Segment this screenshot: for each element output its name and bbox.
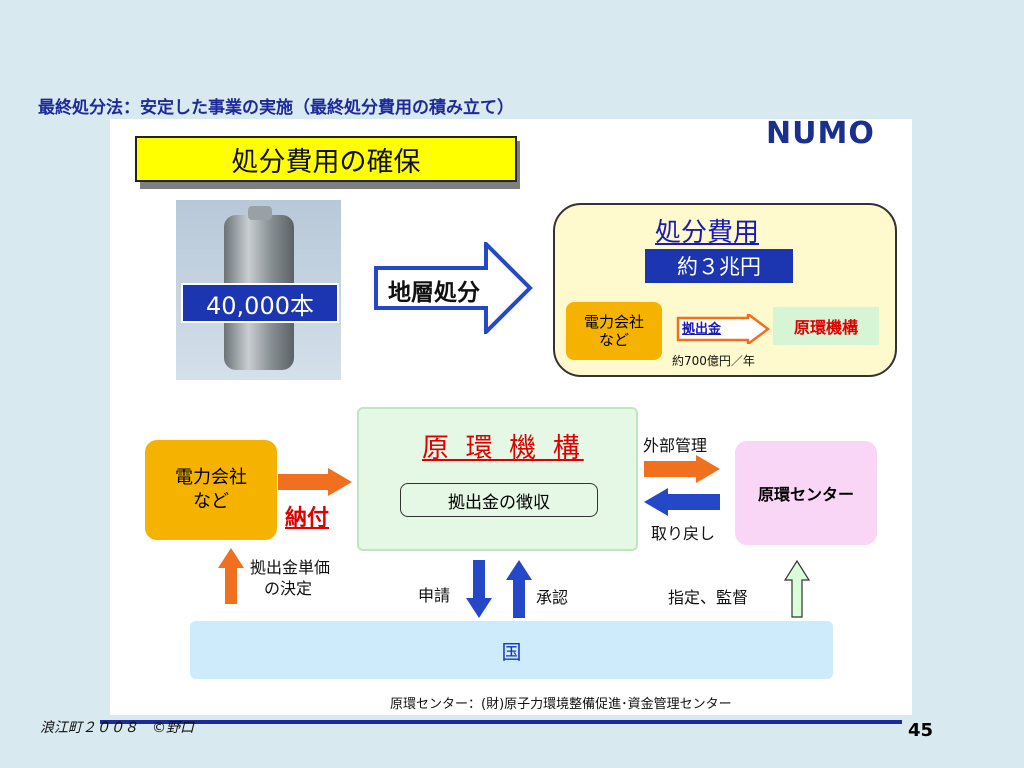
cost-utility-line1: 電力会社: [583, 313, 644, 331]
contribution-arrow-icon: [676, 314, 770, 344]
center-box: 原環センター: [735, 441, 877, 545]
approve-label: 承認: [536, 588, 569, 607]
geological-arrow-icon: [374, 242, 533, 334]
unit-price-arrow-icon: [218, 548, 244, 604]
utility-line2: など: [193, 491, 229, 512]
country-box: 国: [190, 621, 833, 679]
retrieval-arrow-icon: [644, 488, 720, 516]
cost-org: 原環機構: [773, 307, 879, 345]
utility-line1: 電力会社: [175, 467, 247, 488]
geological-label: 地層処分: [388, 280, 480, 306]
org-box: [357, 407, 638, 551]
utility-box: 電力会社 など: [145, 440, 277, 540]
center-note: 原環センター：(財)原子力環境整備促進･資金管理センター: [390, 697, 732, 712]
org-collection-box: 拠出金の徴収: [400, 483, 598, 517]
payment-label: 納付: [285, 506, 330, 531]
unit-price-line2: の決定: [264, 579, 313, 598]
footer-credit: 浪江町２００８ ©野口: [40, 720, 194, 736]
external-mgmt-label: 外部管理: [643, 436, 708, 455]
banner-title: 処分費用の確保: [135, 136, 517, 182]
numo-logo: NUMO: [766, 116, 875, 151]
cost-yearly: 約700億円／年: [672, 354, 755, 368]
page-number: 45: [908, 720, 934, 741]
retrieval-label: 取り戻し: [651, 524, 716, 543]
slide-title: 最終処分法：安定した事業の実施（最終処分費用の積み立て）: [38, 98, 514, 118]
designate-label: 指定、監督: [668, 588, 749, 607]
unit-price-line1: 拠出金単価: [250, 558, 331, 577]
canister-cap: [248, 206, 272, 220]
cost-title: 処分費用: [655, 218, 760, 248]
cost-utility-line2: など: [598, 331, 629, 349]
cost-amount: 約３兆円: [645, 249, 793, 283]
org-title: 原 環 機 構: [422, 433, 584, 464]
footer-divider: [100, 720, 902, 724]
apply-arrow-icon: [466, 560, 492, 618]
approve-arrow-icon: [506, 560, 532, 618]
cost-utility-box: 電力会社 など: [566, 302, 662, 360]
payment-arrow-icon: [278, 468, 352, 496]
designate-arrow-icon: [784, 560, 810, 618]
cost-contribution-label: 拠出金: [682, 322, 722, 337]
canister-count: 40,000本: [181, 283, 339, 323]
external-mgmt-arrow-icon: [644, 455, 720, 483]
apply-label: 申請: [418, 586, 451, 605]
unit-price-label: 拠出金単価 の決定: [250, 557, 330, 599]
